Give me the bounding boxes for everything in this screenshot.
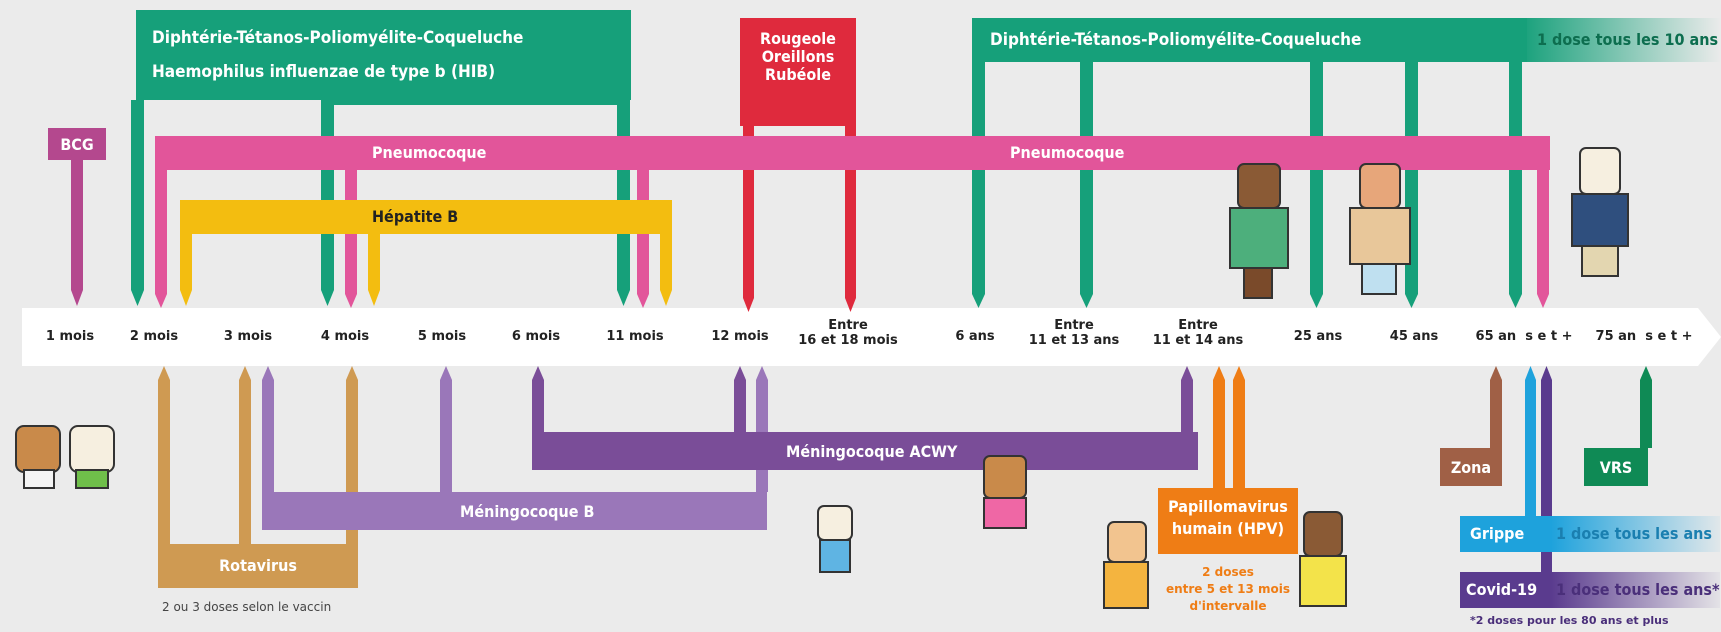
rotavirus-bar (158, 366, 358, 588)
grippe-connector (1525, 380, 1536, 516)
menb-bar (262, 366, 768, 530)
hepb-label: Hépatite B (372, 207, 459, 226)
senior-illustration (1571, 147, 1629, 277)
hpv-note-line1: 2 doses (1202, 565, 1254, 579)
tick-45-ans: 45 ans (1389, 329, 1439, 344)
dtp-booster-label: 1 dose tous les 10 ans (1537, 30, 1719, 49)
tick-65-ans: 65 an s e t + (1475, 329, 1573, 344)
zona-bar (1440, 366, 1502, 486)
vrs-label: VRS (1599, 458, 1633, 477)
hpv-label: Papillomavirus humain (HPV) (1158, 496, 1298, 540)
child-illustration (983, 455, 1027, 529)
grippe-frequency: 1 dose tous les ans (1556, 524, 1712, 543)
covid-frequency: 1 dose tous les ans* (1556, 580, 1720, 599)
menacwy-bar (532, 366, 1198, 470)
ror-label: Rougeole Oreillons Rubéole (740, 30, 856, 84)
hpv-note: 2 doses entre 5 et 13 mois d'intervalle (1160, 564, 1296, 615)
man-illustration (1349, 163, 1411, 295)
tick-6-mois: 6 mois (511, 329, 561, 344)
vrs-bar (1584, 366, 1652, 486)
tick-11-14-ans-line2: 11 et 14 ans (1152, 333, 1244, 348)
dtp-hib-label-line1: Diphtérie-Tétanos-Poliomyélite-Coqueluch… (152, 28, 524, 48)
pneumo-label-right: Pneumocoque (1010, 143, 1125, 162)
hpv-label-line1: Papillomavirus (1168, 497, 1288, 516)
dtp-adult-bar (972, 18, 1527, 294)
teen-girl-illustration (1299, 511, 1347, 607)
grippe-bar (1460, 516, 1720, 552)
woman-illustration (1229, 163, 1289, 299)
ror-bar (740, 18, 856, 298)
covid-label: Covid-19 (1466, 580, 1538, 599)
menb-label: Méningocoque B (460, 502, 595, 521)
covid-connector (1541, 380, 1552, 574)
dtp-booster-fade (1520, 18, 1721, 62)
tick-6-ans: 6 ans (955, 329, 995, 344)
pneumo-label-left: Pneumocoque (372, 143, 487, 162)
tick-4-mois: 4 mois (320, 329, 370, 344)
tick-11-13-ans: Entre 11 et 13 ans (1029, 318, 1120, 348)
babies-illustration (15, 425, 115, 489)
tick-16-18-mois-line1: Entre (828, 318, 868, 333)
tick-1-mois: 1 mois (45, 329, 95, 344)
tick-2-mois: 2 mois (129, 329, 179, 344)
bcg-bar (48, 128, 106, 290)
tick-11-14-ans-line1: Entre (1178, 318, 1218, 333)
dose-arrowheads-top (71, 290, 1549, 312)
menacwy-label: Méningocoque ACWY (786, 442, 958, 461)
dtp-hib-infant-bar (131, 10, 631, 290)
rotavirus-label: Rotavirus (219, 556, 297, 575)
rotavirus-note: 2 ou 3 doses selon le vaccin (162, 600, 332, 614)
bcg-label: BCG (60, 135, 94, 154)
tick-11-13-ans-line2: 11 et 13 ans (1028, 333, 1120, 348)
dtp-adult-label: Diphtérie-Tétanos-Poliomyélite-Coqueluch… (990, 30, 1362, 50)
timeline-arrow (22, 308, 1721, 366)
tick-25-ans: 25 ans (1293, 329, 1343, 344)
hpv-bar (1158, 366, 1298, 554)
hepb-bar (180, 200, 672, 290)
tick-12-mois: 12 mois (711, 329, 769, 344)
ror-label-line2: Oreillons (761, 47, 835, 66)
tick-5-mois: 5 mois (417, 329, 467, 344)
zona-label: Zona (1450, 458, 1492, 477)
tick-3-mois: 3 mois (223, 329, 273, 344)
hpv-label-line2: humain (HPV) (1171, 519, 1285, 538)
dtp-hib-label-line2: Haemophilus influenzae de type b (HIB) (152, 62, 496, 82)
tick-11-14-ans: Entre 11 et 14 ans (1153, 318, 1244, 348)
tick-11-13-ans-line1: Entre (1054, 318, 1094, 333)
toddler-illustration (817, 505, 853, 573)
grippe-label: Grippe (1470, 524, 1525, 543)
teen-boy-illustration (1103, 521, 1149, 609)
covid-bar (1460, 572, 1720, 608)
tick-16-18-mois-line2: 16 et 18 mois (798, 333, 898, 348)
tick-11-mois: 11 mois (606, 329, 664, 344)
hpv-note-line3: d'intervalle (1189, 599, 1267, 613)
covid-note: *2 doses pour les 80 ans et plus (1470, 614, 1669, 627)
tick-16-18-mois: Entre 16 et 18 mois (798, 318, 897, 348)
tick-75-ans: 75 an s e t + (1595, 329, 1693, 344)
hpv-note-line2: entre 5 et 13 mois (1165, 582, 1291, 596)
ror-label-line1: Rougeole (760, 29, 836, 48)
ror-label-line3: Rubéole (765, 65, 831, 84)
